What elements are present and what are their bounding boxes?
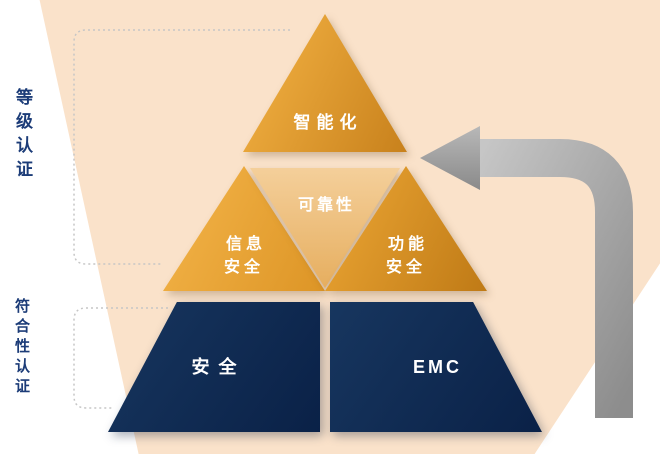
pyramid-bottom-left-trapezoid: 安全 <box>108 302 320 432</box>
pyramid-top-triangle: 智能化 <box>243 14 407 152</box>
pyramid-bottom-right-label: EMC <box>413 356 462 377</box>
side-label-compliance-certification: 符合性认证 <box>13 298 30 398</box>
pyramid-middle-left-label: 信息 安全 <box>223 235 266 276</box>
pyramid-middle-right-triangle: 功能 安全 <box>325 166 487 291</box>
pyramid-top-label: 智能化 <box>293 113 363 133</box>
side-label-grade-certification: 等级认证 <box>13 88 32 184</box>
pyramid-middle-center-label: 可靠性 <box>297 197 355 214</box>
pyramid-bottom-right-trapezoid: EMC <box>330 302 542 432</box>
pyramid-bottom-left-label: 安全 <box>191 356 246 377</box>
pyramid-middle-right-label: 功能 安全 <box>385 235 428 276</box>
